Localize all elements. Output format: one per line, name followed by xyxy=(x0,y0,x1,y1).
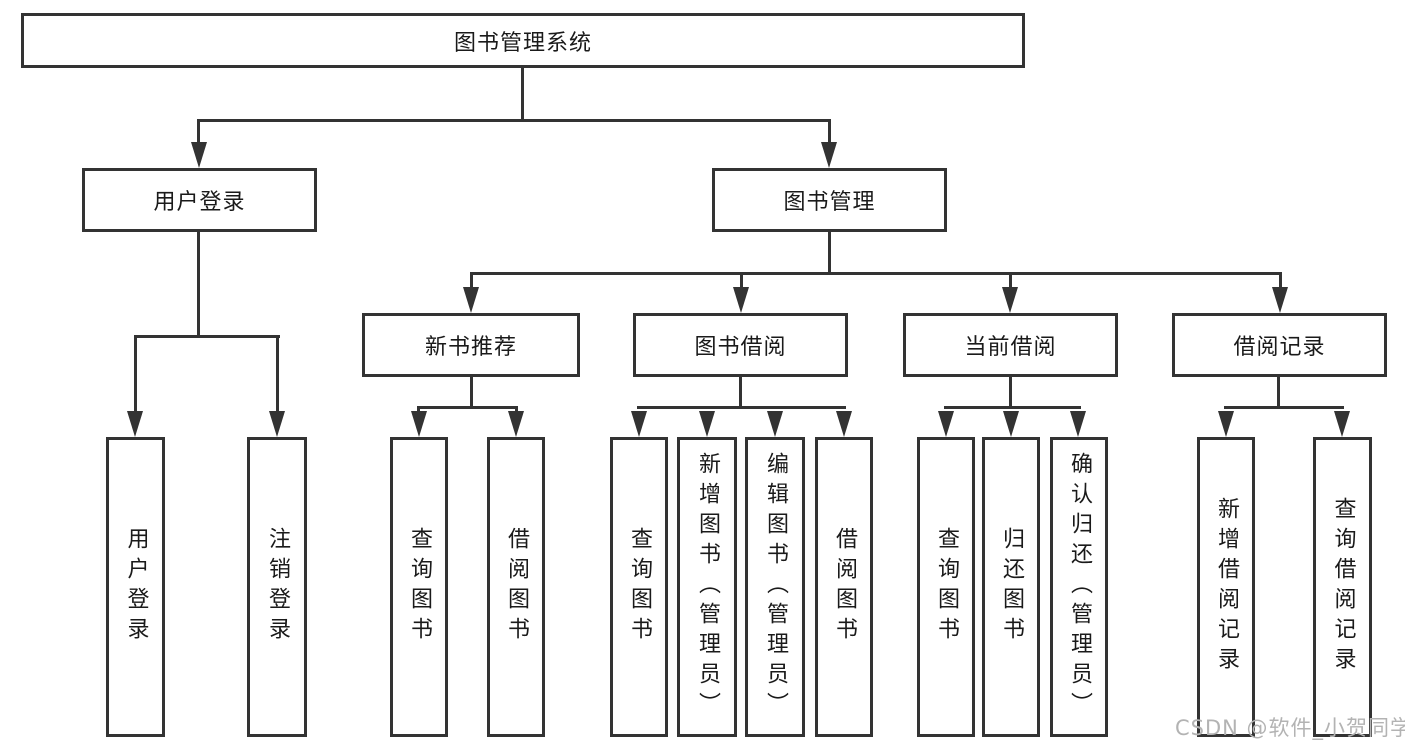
arrow-down-icon xyxy=(127,411,143,437)
leaf-borrow-book: 借阅图书 xyxy=(815,437,873,737)
connector-line xyxy=(1009,377,1012,408)
leaf-label: 借阅图书 xyxy=(832,527,857,647)
arrow-down-icon xyxy=(938,411,954,437)
leaf-label: 用户登录 xyxy=(123,527,149,647)
connector-line xyxy=(470,377,473,408)
node-label: 图书管理 xyxy=(783,190,876,215)
watermark: CSDN @软件_小贺同学 xyxy=(1175,716,1405,740)
node-label: 借阅记录 xyxy=(1233,335,1326,360)
connector-line xyxy=(197,232,200,337)
connector-line xyxy=(470,272,473,290)
leaf-add-borrow-record: 新增借阅记录 xyxy=(1197,437,1255,737)
node-book-management-branch: 图书管理 xyxy=(712,168,947,232)
arrow-down-icon xyxy=(508,411,524,437)
connector-line xyxy=(1277,377,1280,408)
leaf-label: 新增借阅记录 xyxy=(1214,497,1239,677)
leaf-logout: 注销登录 xyxy=(247,437,307,737)
connector-line xyxy=(521,68,524,121)
connector-line xyxy=(739,377,742,408)
arrow-down-icon xyxy=(1272,287,1288,313)
arrow-down-icon xyxy=(767,411,783,437)
arrow-down-icon xyxy=(733,287,749,313)
connector-line xyxy=(134,335,137,413)
leaf-confirm-return-admin: 确认归还（管理员） xyxy=(1050,437,1108,737)
connector-line xyxy=(470,272,1282,275)
leaf-query-borrow-record: 查询借阅记录 xyxy=(1313,437,1372,737)
node-user-login-branch: 用户登录 xyxy=(82,168,317,232)
leaf-label: 查询图书 xyxy=(934,527,959,647)
connector-line xyxy=(637,406,846,409)
node-label: 图书借阅 xyxy=(694,335,787,360)
leaf-label: 查询借阅记录 xyxy=(1330,497,1356,677)
arrow-down-icon xyxy=(631,411,647,437)
connector-line xyxy=(1224,406,1344,409)
arrow-down-icon xyxy=(836,411,852,437)
leaf-query-book: 查询图书 xyxy=(610,437,668,737)
leaf-borrow-book: 借阅图书 xyxy=(487,437,545,737)
connector-line xyxy=(197,119,200,149)
leaf-add-book-admin: 新增图书（管理员） xyxy=(677,437,737,737)
node-new-book-recommend: 新书推荐 xyxy=(362,313,580,377)
connector-line xyxy=(197,119,831,122)
leaf-label: 新增图书（管理员） xyxy=(695,452,720,722)
node-root: 图书管理系统 xyxy=(21,13,1025,68)
connector-line xyxy=(828,232,831,274)
leaf-user-login: 用户登录 xyxy=(106,437,165,737)
leaf-label: 编辑图书（管理员） xyxy=(763,452,788,722)
leaf-query-book: 查询图书 xyxy=(390,437,448,737)
arrow-down-icon xyxy=(191,142,207,168)
connector-line xyxy=(740,272,743,290)
node-current-borrow: 当前借阅 xyxy=(903,313,1118,377)
leaf-edit-book-admin: 编辑图书（管理员） xyxy=(745,437,805,737)
node-label: 新书推荐 xyxy=(424,335,517,360)
arrow-down-icon xyxy=(411,411,427,437)
node-borrow-records: 借阅记录 xyxy=(1172,313,1387,377)
arrow-down-icon xyxy=(1003,411,1019,437)
node-label: 用户登录 xyxy=(153,190,246,215)
node-book-borrow: 图书借阅 xyxy=(633,313,848,377)
arrow-down-icon xyxy=(1218,411,1234,437)
connector-line xyxy=(1279,272,1282,290)
arrow-down-icon xyxy=(269,411,285,437)
connector-line xyxy=(134,335,280,338)
node-label: 图书管理系统 xyxy=(453,30,592,56)
leaf-label: 查询图书 xyxy=(407,527,432,647)
arrow-down-icon xyxy=(821,142,837,168)
leaf-label: 查询图书 xyxy=(627,527,652,647)
arrow-down-icon xyxy=(463,287,479,313)
connector-line xyxy=(944,406,1081,409)
arrow-down-icon xyxy=(699,411,715,437)
leaf-label: 注销登录 xyxy=(265,527,290,647)
leaf-label: 确认归还（管理员） xyxy=(1067,452,1092,722)
arrow-down-icon xyxy=(1002,287,1018,313)
leaf-label: 归还图书 xyxy=(999,527,1024,647)
arrow-down-icon xyxy=(1070,411,1086,437)
connector-line xyxy=(417,406,518,409)
leaf-query-book: 查询图书 xyxy=(917,437,975,737)
arrow-down-icon xyxy=(1334,411,1350,437)
leaf-return-book: 归还图书 xyxy=(982,437,1040,737)
connector-line xyxy=(828,119,831,149)
node-label: 当前借阅 xyxy=(964,335,1057,360)
connector-line xyxy=(276,335,279,413)
leaf-label: 借阅图书 xyxy=(504,527,529,647)
connector-line xyxy=(1009,272,1012,290)
